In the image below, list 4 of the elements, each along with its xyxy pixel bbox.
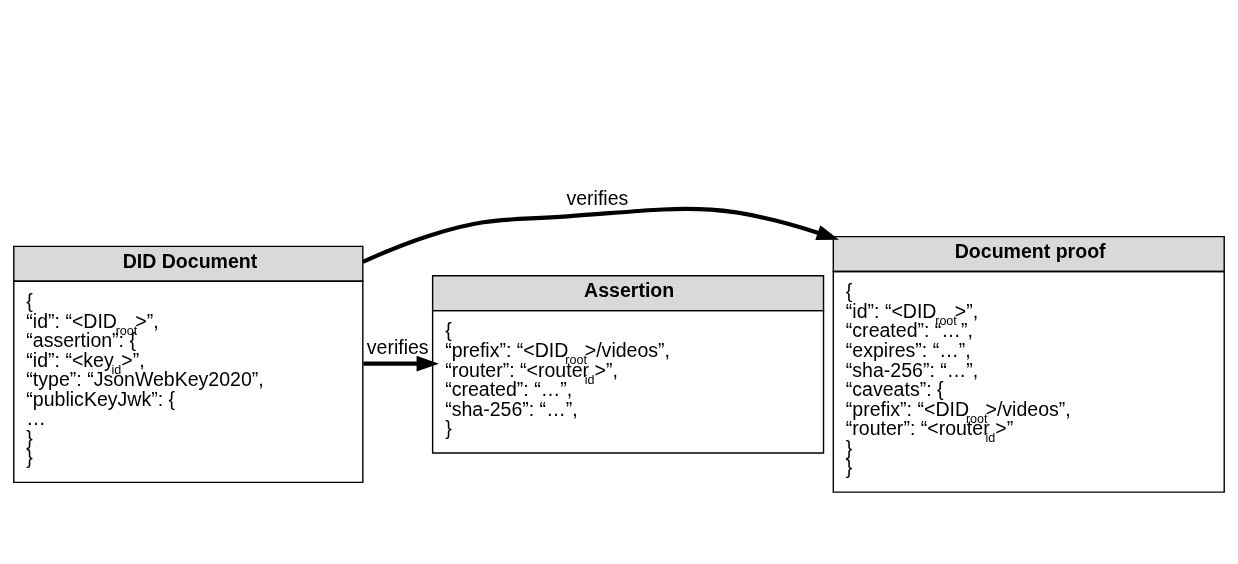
arrow <box>363 355 439 372</box>
edge-label: verifies <box>566 187 629 210</box>
edge-label: verifies <box>366 336 429 359</box>
arrow <box>362 206 839 264</box>
